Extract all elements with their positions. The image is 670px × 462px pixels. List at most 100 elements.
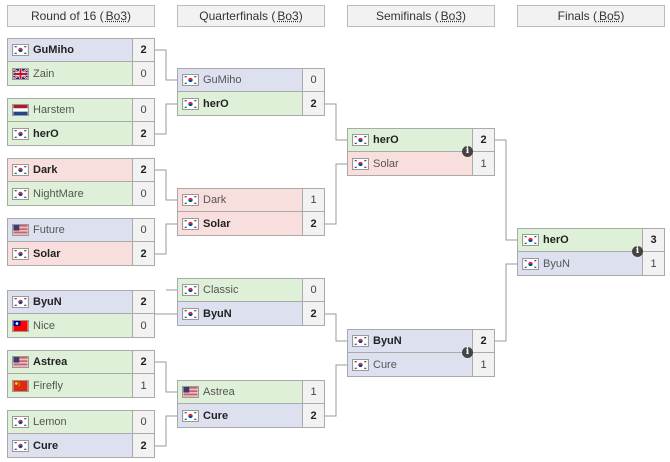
player-name[interactable]: herO xyxy=(543,234,569,246)
kr-flag-icon xyxy=(12,127,29,140)
player-name[interactable]: ByuN xyxy=(203,307,232,320)
player-name[interactable]: Astrea xyxy=(33,356,68,368)
kr-flag-icon xyxy=(352,134,369,146)
player-name[interactable]: herO xyxy=(203,97,229,110)
kr-flag-icon xyxy=(12,164,29,176)
player-name[interactable]: Cure xyxy=(203,409,229,422)
player-score: 2 xyxy=(132,39,154,61)
player-name[interactable]: GuMiho xyxy=(203,74,242,86)
kr-flag-icon xyxy=(352,157,369,170)
player-slot[interactable]: herO 2 xyxy=(177,92,325,116)
connector-line xyxy=(155,415,177,447)
round-format[interactable]: Bo3 xyxy=(440,9,463,23)
player-score: 2 xyxy=(472,330,494,352)
player-name[interactable]: ByuN xyxy=(543,257,570,270)
player-name[interactable]: Dark xyxy=(33,164,58,176)
player-slot[interactable]: herO 2 xyxy=(7,122,155,146)
round-format[interactable]: Bo3 xyxy=(105,9,128,23)
player-score: 0 xyxy=(132,99,154,121)
kr-flag-icon xyxy=(352,335,369,347)
player-slot[interactable]: Firefly 1 xyxy=(7,374,155,398)
match-info-icon[interactable]: i xyxy=(632,246,643,257)
connector-line xyxy=(155,103,177,135)
player-name[interactable]: Zain xyxy=(33,67,55,80)
player-slot[interactable]: herO 2 xyxy=(347,128,495,152)
player-slot[interactable]: Harstem 0 xyxy=(7,98,155,122)
player-slot[interactable]: GuMiho 2 xyxy=(7,38,155,62)
match-info-icon[interactable]: i xyxy=(462,146,473,157)
player-name[interactable]: Nice xyxy=(33,319,56,332)
round-header-1: Quarterfinals (Bo3) xyxy=(177,5,325,27)
kr-flag-icon xyxy=(12,296,29,308)
round-format[interactable]: Bo5 xyxy=(598,9,621,23)
player-score: 1 xyxy=(132,374,154,397)
player-name[interactable]: Astrea xyxy=(203,386,235,398)
tw-flag-icon xyxy=(12,319,29,332)
player-score: 2 xyxy=(302,92,324,115)
round-header-0: Round of 16 (Bo3) xyxy=(7,5,155,27)
player-slot[interactable]: Lemon 0 xyxy=(7,410,155,434)
player-name[interactable]: Solar xyxy=(33,247,61,260)
player-name[interactable]: Cure xyxy=(33,439,59,452)
player-name[interactable]: ByuN xyxy=(33,296,62,308)
player-score: 0 xyxy=(302,69,324,91)
player-name[interactable]: Solar xyxy=(373,157,399,170)
player-name[interactable]: Cure xyxy=(373,358,397,371)
connector-line xyxy=(325,103,347,141)
round-format[interactable]: Bo3 xyxy=(277,9,299,23)
kr-flag-icon xyxy=(182,97,199,110)
player-score: 2 xyxy=(132,122,154,145)
player-slot[interactable]: Dark 2 xyxy=(7,158,155,182)
player-slot[interactable]: ByuN 2 xyxy=(347,329,495,353)
player-slot[interactable]: Astrea 2 xyxy=(7,350,155,374)
player-name[interactable]: herO xyxy=(373,134,399,146)
player-name[interactable]: NightMare xyxy=(33,187,84,200)
round-title: Round of 16 ( xyxy=(30,9,104,23)
cn-flag-icon xyxy=(12,379,29,392)
player-score: 2 xyxy=(132,159,154,181)
player-name[interactable]: Lemon xyxy=(33,416,67,428)
player-score: 0 xyxy=(132,411,154,433)
player-name[interactable]: Firefly xyxy=(33,379,63,392)
player-name[interactable]: herO xyxy=(33,127,59,140)
round-title: Finals ( xyxy=(557,9,597,23)
player-name[interactable]: Solar xyxy=(203,217,231,230)
gb-flag-icon xyxy=(12,67,29,80)
player-slot[interactable]: GuMiho 0 xyxy=(177,68,325,92)
kr-flag-icon xyxy=(182,409,199,422)
player-name[interactable]: Dark xyxy=(203,194,227,206)
player-name[interactable]: Future xyxy=(33,224,65,236)
round-title: Quarterfinals ( xyxy=(199,9,276,23)
connector-line xyxy=(155,223,177,255)
player-name[interactable]: Harstem xyxy=(33,104,75,116)
player-name[interactable]: GuMiho xyxy=(33,44,74,56)
player-score: 2 xyxy=(472,129,494,151)
connector-line xyxy=(155,49,177,81)
player-name[interactable]: Classic xyxy=(203,284,239,296)
connector-line xyxy=(155,361,177,393)
player-score: 2 xyxy=(132,351,154,373)
match-info-icon[interactable]: i xyxy=(462,347,473,358)
kr-flag-icon xyxy=(12,416,29,428)
player-name[interactable]: ByuN xyxy=(373,335,402,347)
connector-line xyxy=(325,364,347,417)
round-header-3: Finals (Bo5) xyxy=(517,5,665,27)
